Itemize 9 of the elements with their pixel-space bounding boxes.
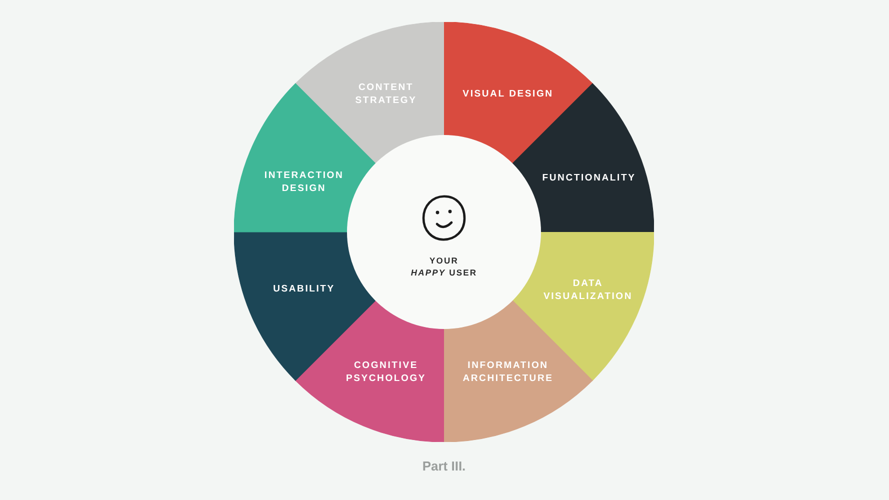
segment-label: USABILITY [273, 282, 335, 296]
segment-label: VISUAL DESIGN [462, 88, 554, 100]
segment-label: FUNCTIONALITY [542, 172, 636, 184]
segment-label: INFORMATION ARCHITECTURE [462, 359, 554, 385]
center-label: YOUR HAPPY USER [410, 256, 478, 278]
segment-label: DATA VISUALIZATION [543, 277, 633, 303]
segment-label: COGNITIVE PSYCHOLOGY [346, 359, 426, 385]
segment-label: INTERACTION DESIGN [264, 169, 344, 195]
caption: Part III. [422, 458, 466, 474]
